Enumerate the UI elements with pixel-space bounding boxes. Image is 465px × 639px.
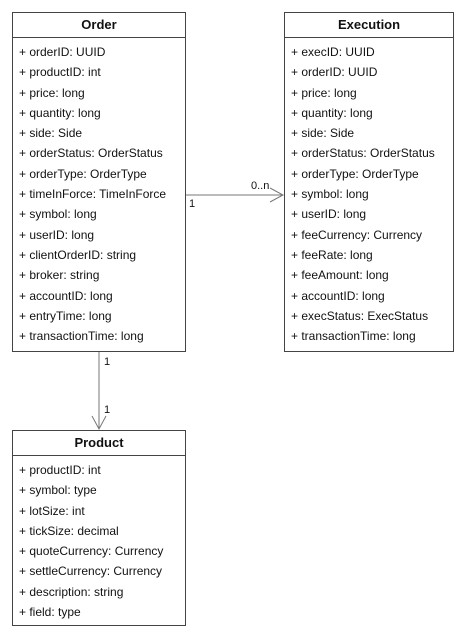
class-attribute: + userID: long — [291, 207, 367, 222]
class-attribute: + description: string — [19, 584, 124, 599]
class-attribute: + productID: int — [19, 65, 101, 80]
class-attribute: + orderStatus: OrderStatus — [291, 146, 435, 161]
class-attribute: + execStatus: ExecStatus — [291, 308, 429, 323]
class-name: Product — [13, 431, 185, 456]
class-attribute: + symbol: long — [19, 207, 97, 222]
class-attribute: + transactionTime: long — [19, 329, 144, 344]
class-attribute: + broker: string — [19, 268, 100, 283]
class-attribute: + symbol: type — [19, 483, 97, 498]
class-attribute: + quantity: long — [19, 105, 101, 120]
multiplicity-label: 1 — [189, 198, 196, 210]
class-attribute: + price: long — [19, 85, 85, 100]
class-attribute: + orderStatus: OrderStatus — [19, 146, 163, 161]
class-attribute: + tickSize: decimal — [19, 523, 119, 538]
class-attribute: + orderType: OrderType — [19, 166, 147, 181]
attribute-list: + execID: UUID + orderID: UUID + price: lo… — [285, 38, 453, 346]
multiplicity-label: 1 — [104, 404, 111, 416]
multiplicity-label: 0..n — [251, 180, 270, 192]
class-attribute: + clientOrderID: string — [19, 247, 137, 262]
product-class[interactable]: Product + productID: int+ symbol: type+ … — [12, 430, 186, 626]
open-arrowhead-icon — [269, 187, 285, 203]
multiplicity-label: 1 — [104, 356, 111, 368]
class-attribute: + timeInForce: TimeInForce — [19, 187, 167, 202]
class-attribute: + side: Side — [19, 126, 83, 141]
class-attribute: + execID: UUID — [291, 45, 375, 59]
class-attribute: + field: type — [19, 605, 81, 620]
class-attribute: + feeCurrency: Currency — [291, 227, 423, 242]
class-attribute: + symbol: long — [291, 187, 369, 202]
class-attribute: + entryTime: long — [19, 308, 112, 323]
attribute-list: + orderID: UUID + productID: int + price: … — [13, 38, 185, 346]
class-attribute: + accountID: long — [291, 288, 385, 303]
class-attribute: + price: long — [291, 85, 357, 100]
class-attribute: + settleCurrency: Currency — [19, 564, 163, 579]
class-name: Execution — [285, 13, 453, 38]
class-attribute: + transactionTime: long — [291, 329, 416, 344]
class-attribute: + feeRate: long — [291, 247, 373, 262]
class-attribute: + lotSize: int — [19, 503, 85, 518]
class-attribute: + orderID: UUID — [291, 65, 378, 80]
class-attribute: + orderType: OrderType — [291, 166, 419, 181]
class-attribute: + feeAmount: long — [291, 268, 389, 283]
order-class[interactable]: Order + orderID: UUID + productID: int + p… — [12, 12, 186, 352]
class-attribute: + productID: int — [19, 463, 101, 477]
class-attribute: + userID: long — [19, 227, 95, 242]
class-attribute: + quoteCurrency: Currency — [19, 544, 164, 559]
class-name: Order — [13, 13, 185, 38]
execution-class[interactable]: Execution + execID: UUID+ orderID: UUID+… — [284, 12, 454, 352]
open-arrowhead-icon — [91, 415, 107, 431]
class-attribute: + orderID: UUID — [19, 45, 106, 59]
class-attribute: + quantity: long — [291, 105, 373, 120]
class-attribute: + accountID: long — [19, 288, 113, 303]
attribute-list: + productID: int + symbol: type + lotSize:… — [13, 456, 185, 622]
class-attribute: + side: Side — [291, 126, 355, 141]
